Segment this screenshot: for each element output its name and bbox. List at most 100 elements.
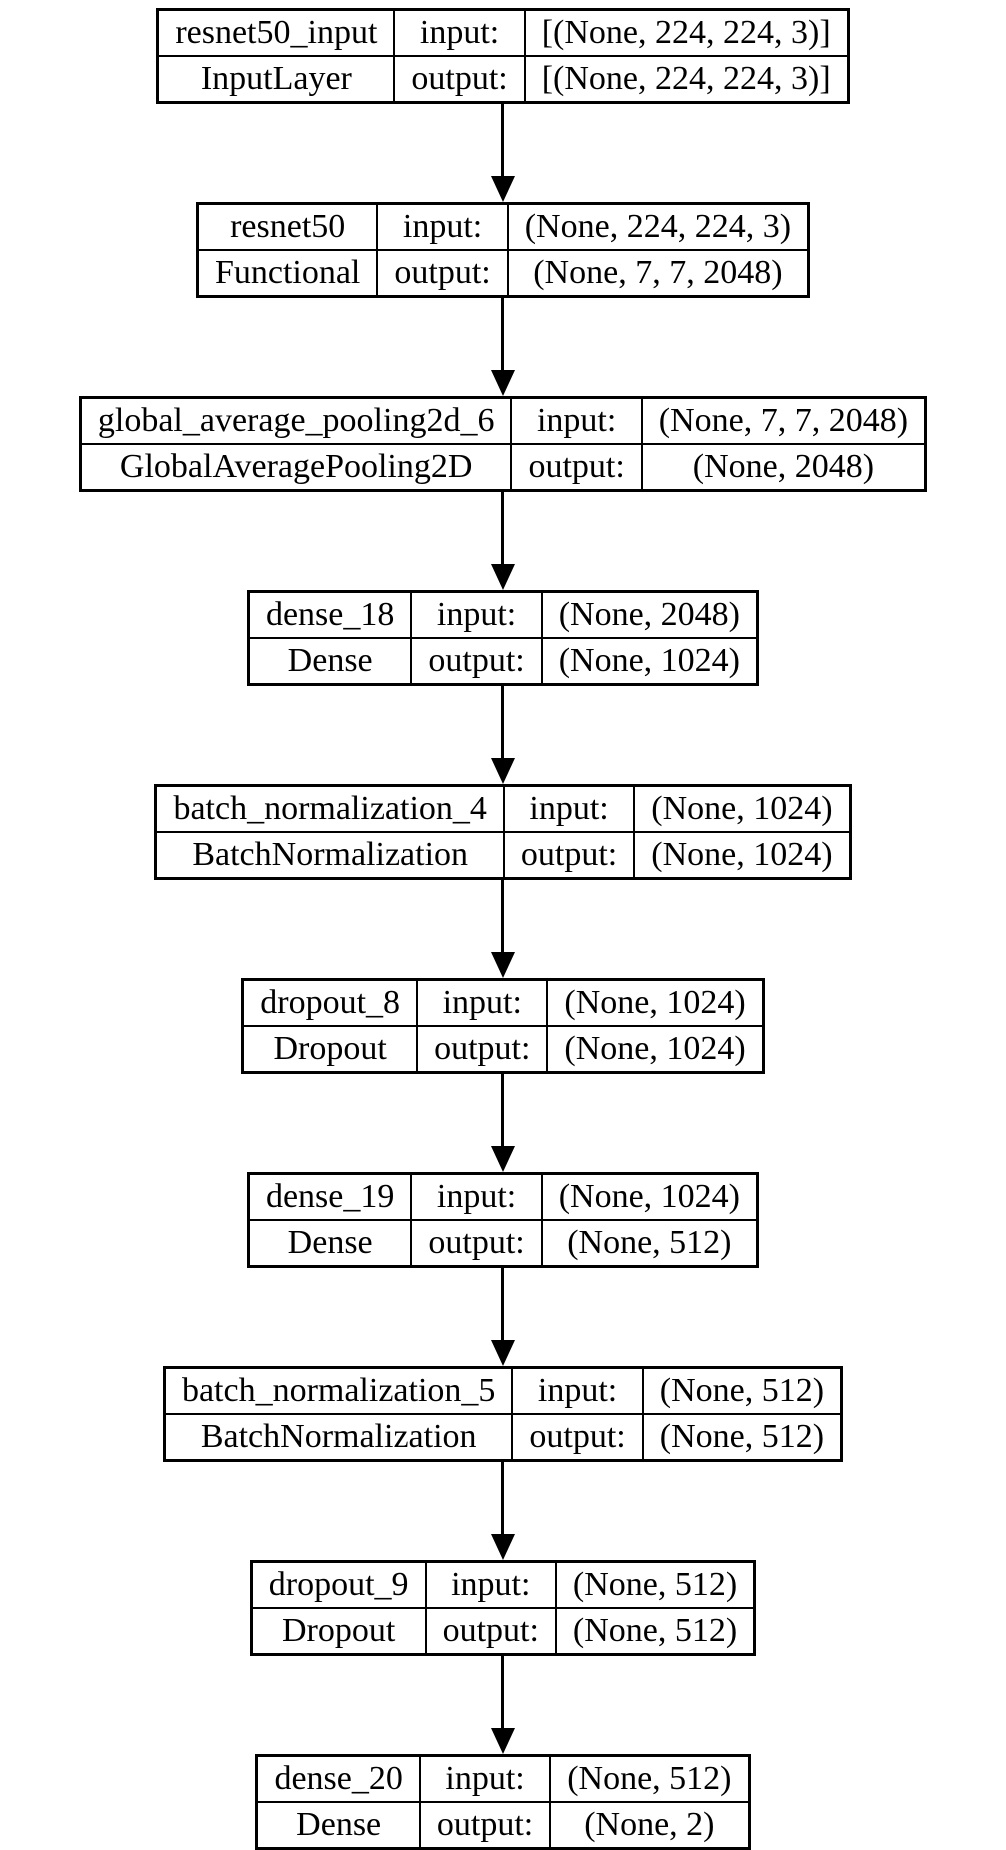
layer-node: resnet50 input: (None, 224, 224, 3) Func… (195, 202, 811, 298)
layer-node-output-row: InputLayer output: [(None, 224, 224, 3)] (156, 55, 850, 104)
output-shape-cell: (None, 1024) (540, 637, 759, 686)
input-shape-cell: (None, 512) (641, 1366, 843, 1415)
arrow-line (501, 1268, 505, 1340)
output-shape-cell: (None, 1024) (546, 1025, 765, 1074)
input-shape-cell: (None, 512) (554, 1560, 756, 1609)
layer-name-cell: dense_18 (247, 590, 413, 639)
layer-name-cell: dense_20 (255, 1754, 421, 1803)
layer-node: resnet50_input input: [(None, 224, 224, … (156, 8, 850, 104)
connector-arrow (490, 298, 515, 396)
arrow-down-icon (490, 370, 515, 396)
input-shape-cell: (None, 1024) (540, 1172, 759, 1221)
layer-node: dropout_8 input: (None, 1024) Dropout ou… (241, 978, 765, 1074)
arrow-line (501, 1656, 505, 1728)
output-label-cell: output: (511, 1413, 644, 1462)
layer-node-output-row: Dense output: (None, 512) (247, 1219, 759, 1268)
connector-arrow (490, 1462, 515, 1560)
layer-node-output-row: Dropout output: (None, 512) (250, 1607, 756, 1656)
input-shape-cell: (None, 224, 224, 3) (506, 202, 810, 251)
layer-class-cell: BatchNormalization (163, 1413, 514, 1462)
input-label-cell: input: (424, 1560, 557, 1609)
input-shape-cell: [(None, 224, 224, 3)] (523, 8, 850, 57)
arrow-line (501, 104, 505, 176)
connector-arrow (490, 1656, 515, 1754)
arrow-down-icon (490, 1146, 515, 1172)
layer-node: global_average_pooling2d_6 input: (None,… (78, 396, 928, 492)
layer-class-cell: Dense (247, 1219, 413, 1268)
layer-node: dropout_9 input: (None, 512) Dropout out… (249, 1560, 757, 1656)
layer-class-cell: BatchNormalization (154, 831, 505, 880)
output-shape-cell: (None, 512) (641, 1413, 843, 1462)
output-label-cell: output: (410, 1219, 543, 1268)
connector-arrow (490, 492, 515, 590)
arrow-down-icon (490, 1340, 515, 1366)
connector-arrow (490, 880, 515, 978)
arrow-down-icon (490, 1534, 515, 1560)
input-label-cell: input: (418, 1754, 552, 1803)
layer-name-cell: batch_normalization_5 (163, 1366, 514, 1415)
output-label-cell: output: (510, 443, 643, 492)
layer-name-cell: dense_19 (247, 1172, 413, 1221)
output-shape-cell: [(None, 224, 224, 3)] (523, 55, 850, 104)
layer-node-input-row: dense_20 input: (None, 512) (255, 1754, 751, 1803)
layer-node: batch_normalization_4 input: (None, 1024… (154, 784, 852, 880)
layer-class-cell: Dropout (250, 1607, 427, 1656)
layer-node-output-row: BatchNormalization output: (None, 1024) (154, 831, 852, 880)
input-label-cell: input: (393, 8, 526, 57)
layer-name-cell: resnet50 (196, 202, 379, 251)
input-label-cell: input: (510, 396, 643, 445)
layer-class-cell: GlobalAveragePooling2D (79, 443, 513, 492)
layer-class-cell: InputLayer (156, 55, 396, 104)
connector-arrow (490, 104, 515, 202)
connector-arrow (490, 1074, 515, 1172)
input-label-cell: input: (410, 590, 543, 639)
layer-node: dense_18 input: (None, 2048) Dense outpu… (246, 590, 760, 686)
input-shape-cell: (None, 2048) (540, 590, 759, 639)
layer-node-input-row: batch_normalization_5 input: (None, 512) (163, 1366, 843, 1415)
arrow-down-icon (490, 564, 515, 590)
layer-node-input-row: dense_19 input: (None, 1024) (247, 1172, 759, 1221)
input-label-cell: input: (511, 1366, 644, 1415)
arrow-down-icon (490, 758, 515, 784)
arrow-down-icon (490, 952, 515, 978)
output-shape-cell: (None, 512) (540, 1219, 759, 1268)
output-label-cell: output: (376, 249, 509, 298)
output-shape-cell: (None, 1024) (633, 831, 852, 880)
output-shape-cell: (None, 512) (554, 1607, 756, 1656)
output-label-cell: output: (418, 1801, 552, 1850)
layer-class-cell: Dense (255, 1801, 421, 1850)
layer-node-input-row: dense_18 input: (None, 2048) (247, 590, 759, 639)
layer-node: dense_20 input: (None, 512) Dense output… (255, 1754, 751, 1850)
output-shape-cell: (None, 7, 7, 2048) (506, 249, 810, 298)
layer-name-cell: global_average_pooling2d_6 (79, 396, 513, 445)
layer-node-input-row: dropout_9 input: (None, 512) (250, 1560, 756, 1609)
layer-node-input-row: global_average_pooling2d_6 input: (None,… (79, 396, 927, 445)
layer-node: batch_normalization_5 input: (None, 512)… (162, 1366, 844, 1462)
arrow-line (501, 298, 505, 370)
output-label-cell: output: (410, 637, 543, 686)
output-label-cell: output: (424, 1607, 557, 1656)
layer-node-output-row: Dense output: (None, 1024) (247, 637, 759, 686)
layer-name-cell: dropout_9 (250, 1560, 427, 1609)
input-shape-cell: (None, 512) (549, 1754, 751, 1803)
model-architecture-diagram: resnet50_input input: [(None, 224, 224, … (78, 8, 928, 1850)
layer-node-output-row: BatchNormalization output: (None, 512) (163, 1413, 843, 1462)
input-shape-cell: (None, 7, 7, 2048) (640, 396, 927, 445)
layer-node-input-row: dropout_8 input: (None, 1024) (241, 978, 765, 1027)
arrow-line (501, 686, 505, 758)
arrow-down-icon (490, 176, 515, 202)
output-shape-cell: (None, 2) (549, 1801, 751, 1850)
layer-name-cell: batch_normalization_4 (154, 784, 505, 833)
layer-class-cell: Dense (247, 637, 413, 686)
layer-class-cell: Dropout (241, 1025, 419, 1074)
output-label-cell: output: (502, 831, 636, 880)
layer-node-input-row: resnet50_input input: [(None, 224, 224, … (156, 8, 850, 57)
layer-node-input-row: resnet50 input: (None, 224, 224, 3) (196, 202, 810, 251)
layer-node-output-row: GlobalAveragePooling2D output: (None, 20… (79, 443, 927, 492)
layer-node-output-row: Dense output: (None, 2) (255, 1801, 751, 1850)
input-shape-cell: (None, 1024) (633, 784, 852, 833)
arrow-down-icon (490, 1728, 515, 1754)
input-label-cell: input: (416, 978, 549, 1027)
layer-node-input-row: batch_normalization_4 input: (None, 1024… (154, 784, 852, 833)
layer-class-cell: Functional (196, 249, 379, 298)
